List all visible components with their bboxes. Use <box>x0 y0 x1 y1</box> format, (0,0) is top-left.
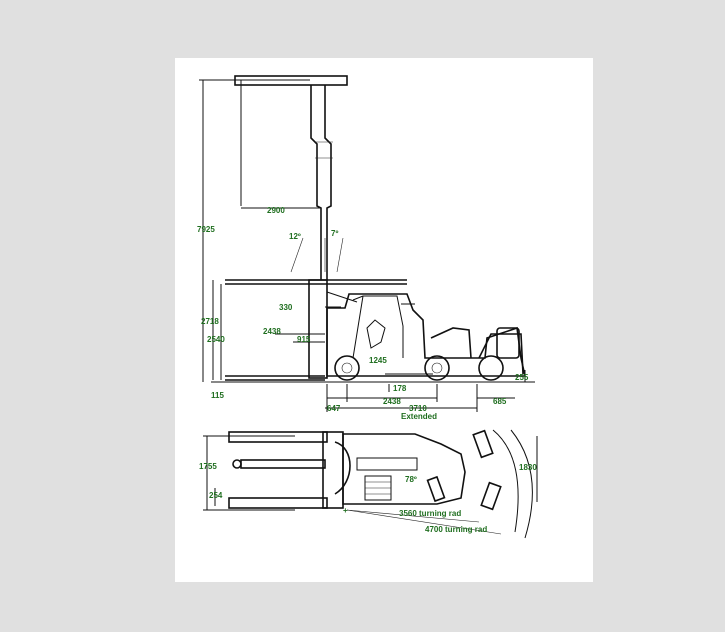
label-tilt-forward: 7º <box>331 229 338 238</box>
label-fork-width: 254 <box>209 491 223 500</box>
body-plan <box>342 433 466 505</box>
dimension-labels: 2900 7925 12º 7º 330 2718 2438 2540 915 … <box>197 206 537 534</box>
label-extended: Extended <box>401 412 437 421</box>
carriage <box>308 279 328 379</box>
label-lift-height: 2718 <box>201 317 219 326</box>
steer-wheel-outer-top <box>472 429 494 459</box>
carriage-curve <box>334 441 351 495</box>
label-rear-width: 1830 <box>519 463 537 472</box>
rear-wheel-hub <box>431 362 443 374</box>
radius-origin-mark: + <box>343 506 348 515</box>
steer-wheel-outer-bottom <box>480 481 502 511</box>
operator-seat <box>366 319 386 349</box>
label-rear-overhang: 685 <box>493 397 507 406</box>
forklift-technical-drawing: + 2900 7925 12º 7º 330 2718 2438 2540 91… <box>197 75 538 539</box>
cab-plan <box>356 457 418 471</box>
inner-radius-line <box>346 509 480 523</box>
outer-radius-line <box>346 509 502 535</box>
tilt-forward-line <box>336 237 344 273</box>
label-extended-length: 3710 <box>409 404 427 413</box>
label-tilt-back: 12º <box>289 232 301 241</box>
plan-view: + <box>203 429 538 539</box>
mast-column <box>310 85 332 280</box>
tilt-back-line <box>290 237 304 273</box>
jib-boom <box>234 75 348 86</box>
label-cab-height: 2540 <box>207 335 225 344</box>
label-wheelbase-inner: 1245 <box>369 356 387 365</box>
drawing-sheet: + 2900 7925 12º 7º 330 2718 2438 2540 91… <box>175 58 593 582</box>
fork-tine-left <box>228 431 328 443</box>
front-wheel <box>334 355 360 381</box>
label-steer-angle: 78º <box>405 475 417 484</box>
label-outer-turning-radius: 4700 turning rad <box>425 525 487 534</box>
rear-hitch <box>496 327 520 359</box>
front-wheel-hub <box>341 362 353 374</box>
trailer-wheel <box>478 355 504 381</box>
rear-wheel <box>424 355 450 381</box>
label-front-overhang: 647 <box>327 404 341 413</box>
label-axle-offset: 178 <box>393 384 407 393</box>
label-inner-turning-radius: 3560 turning rad <box>399 509 461 518</box>
turning-arc-outer <box>510 429 533 539</box>
turning-arc-inner <box>492 429 519 533</box>
carriage-arm <box>326 291 358 303</box>
label-mast-reach: 2900 <box>267 206 285 215</box>
label-carriage-offset: 330 <box>279 303 293 312</box>
label-overall-width: 1755 <box>199 462 217 471</box>
operator-cab <box>352 295 404 359</box>
label-ground-clearance: 115 <box>211 391 224 400</box>
label-fork-length: 2438 <box>263 327 281 336</box>
steer-wheel-inner <box>426 475 446 503</box>
jib-boom-plan <box>240 459 326 469</box>
label-wheelbase: 2438 <box>383 397 401 406</box>
engine-cover <box>430 327 472 359</box>
label-load-center: 915 <box>297 335 311 344</box>
chassis-body <box>326 293 526 377</box>
rear-fender <box>478 333 524 375</box>
jib-hook <box>232 459 242 469</box>
side-elevation <box>199 75 535 412</box>
fork-tine-right <box>228 497 328 509</box>
label-overall-height: 7925 <box>197 225 215 234</box>
label-rear-height: 255 <box>515 373 529 382</box>
